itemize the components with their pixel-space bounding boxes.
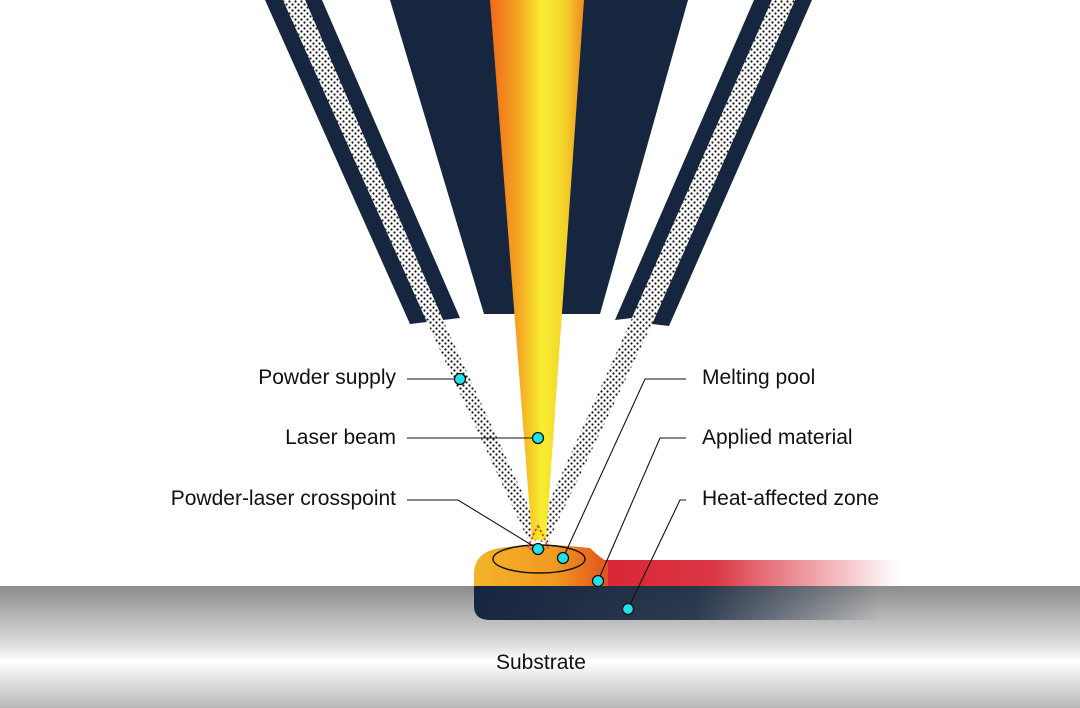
markers [453,372,635,616]
leader-crosspoint [407,499,539,550]
leader-applied-material [597,437,686,582]
marker-melting-pool [556,551,570,565]
label-melting-pool: Melting pool [702,366,816,389]
right-powder-nozzle [615,0,812,326]
leader-melting-pool [562,378,686,559]
leader-heat-affected-zone [627,499,686,610]
label-powder-supply: Powder supply [258,366,396,389]
melt-pool-body [474,545,608,586]
powder-stream-right [532,318,652,542]
label-applied-material: Applied material [702,426,853,449]
marker-laser-beam [531,431,545,445]
label-substrate: Substrate [496,651,586,674]
label-laser-beam: Laser beam [285,426,396,449]
applied-material [560,560,900,586]
marker-heat-affected-zone [621,602,635,616]
label-crosspoint: Powder-laser crosspoint [170,487,396,510]
marker-crosspoint [531,542,545,556]
heat-affected-zone [474,586,880,620]
laser-beam [490,0,584,540]
marker-applied-material [591,574,605,588]
marker-powder-supply [453,372,467,386]
left-powder-nozzle [265,0,460,324]
leader-lines [407,378,686,610]
label-heat-affected-zone: Heat-affected zone [702,487,880,510]
